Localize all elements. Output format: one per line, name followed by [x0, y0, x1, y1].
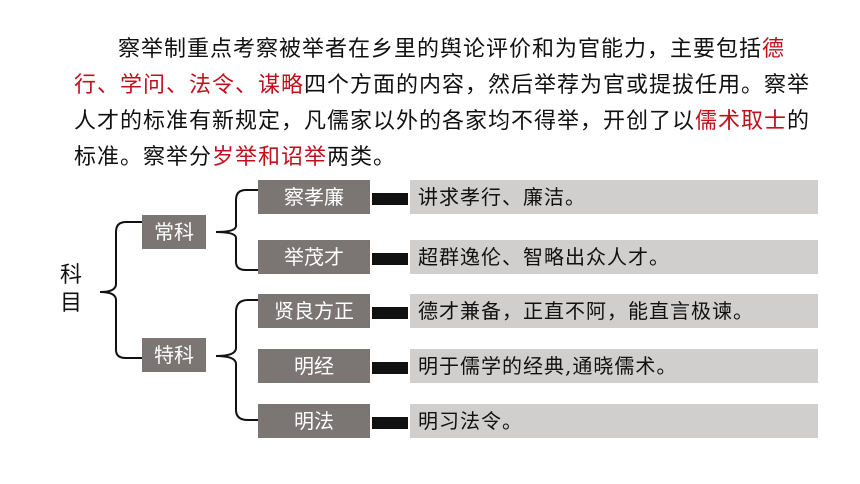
item-chaxiaolian: 察孝廉 [258, 180, 370, 214]
desc-mingjing: 明于儒学的经典,通晓儒术。 [410, 349, 818, 383]
teke-bracket [215, 299, 258, 421]
desc-chaxiaolian: 讲求孝行、廉洁。 [410, 180, 818, 214]
item-jumaocai: 举茂才 [258, 240, 370, 274]
connector-bar [372, 362, 408, 374]
para-highlight-confucian: 儒术取士 [695, 109, 788, 134]
root-bracket [99, 221, 142, 359]
para-text-1: 察举制重点考察被举者在乡里的舆论评价和为官能力，主要包括 [118, 37, 763, 62]
root-label-keju: 科目 [59, 263, 82, 316]
category-changke: 常科 [142, 215, 206, 249]
para-text-4: 两类。 [327, 145, 397, 170]
connector-bar [372, 307, 408, 319]
desc-jumaocai: 超群逸伦、智略出众人才。 [410, 240, 818, 274]
item-mingjing: 明经 [258, 349, 370, 383]
connector-bar [372, 417, 408, 429]
connector-bar [372, 193, 408, 205]
desc-xianliangfangzheng: 德才兼备，正直不阿，能直言极谏。 [410, 294, 818, 328]
intro-paragraph: 察举制重点考察被举者在乡里的舆论评价和为官能力，主要包括德行、学问、法令、谋略四… [74, 32, 814, 176]
para-highlight-types: 岁举和诏举 [212, 145, 328, 170]
connector-bar [372, 253, 408, 265]
changke-bracket [215, 189, 258, 271]
item-xianliangfangzheng: 贤良方正 [258, 294, 370, 328]
item-mingfa: 明法 [258, 404, 370, 438]
para-text-3: 的标准。察举分 [74, 109, 811, 170]
para-text-2: 四个方面的内容，然后举荐为官或提拔任用。察举人才的标准有新规定，凡儒家以外的各家… [74, 73, 811, 134]
para-highlight-criteria: 德行、学问、法令、谋略 [74, 37, 786, 98]
desc-mingfa: 明习法令。 [410, 404, 818, 438]
category-teke: 特科 [142, 338, 206, 372]
